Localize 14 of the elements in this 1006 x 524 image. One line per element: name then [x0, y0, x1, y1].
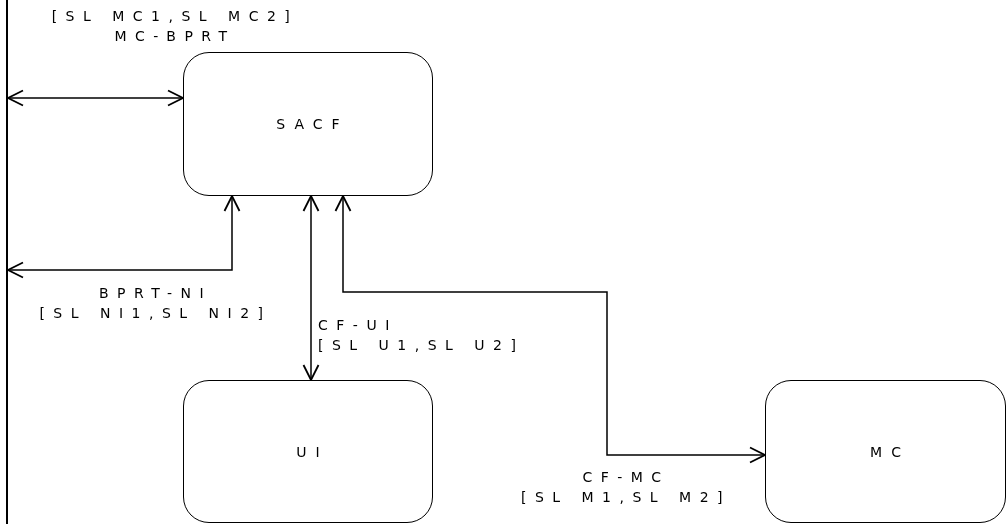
edge-label: BPRT-NI [SL NI1,SL NI2]	[38, 284, 273, 323]
edge-label: [SL MC1,SL MC2] MC-BPRT	[50, 7, 300, 46]
node-label: SACF	[276, 116, 349, 132]
edge-label: CF-UI [SL U1,SL U2]	[318, 316, 526, 355]
double-arrow	[7, 195, 241, 279]
double-arrow	[302, 195, 320, 381]
rounded-box	[765, 380, 1006, 523]
rounded-box	[183, 380, 433, 523]
node-label: UI	[296, 443, 329, 460]
rounded-box	[183, 52, 433, 196]
node-label: MC	[870, 443, 910, 460]
double-arrow	[7, 89, 184, 107]
edge-label: CF-MC [SL M1,SL M2]	[519, 468, 733, 507]
double-arrow	[334, 195, 766, 464]
